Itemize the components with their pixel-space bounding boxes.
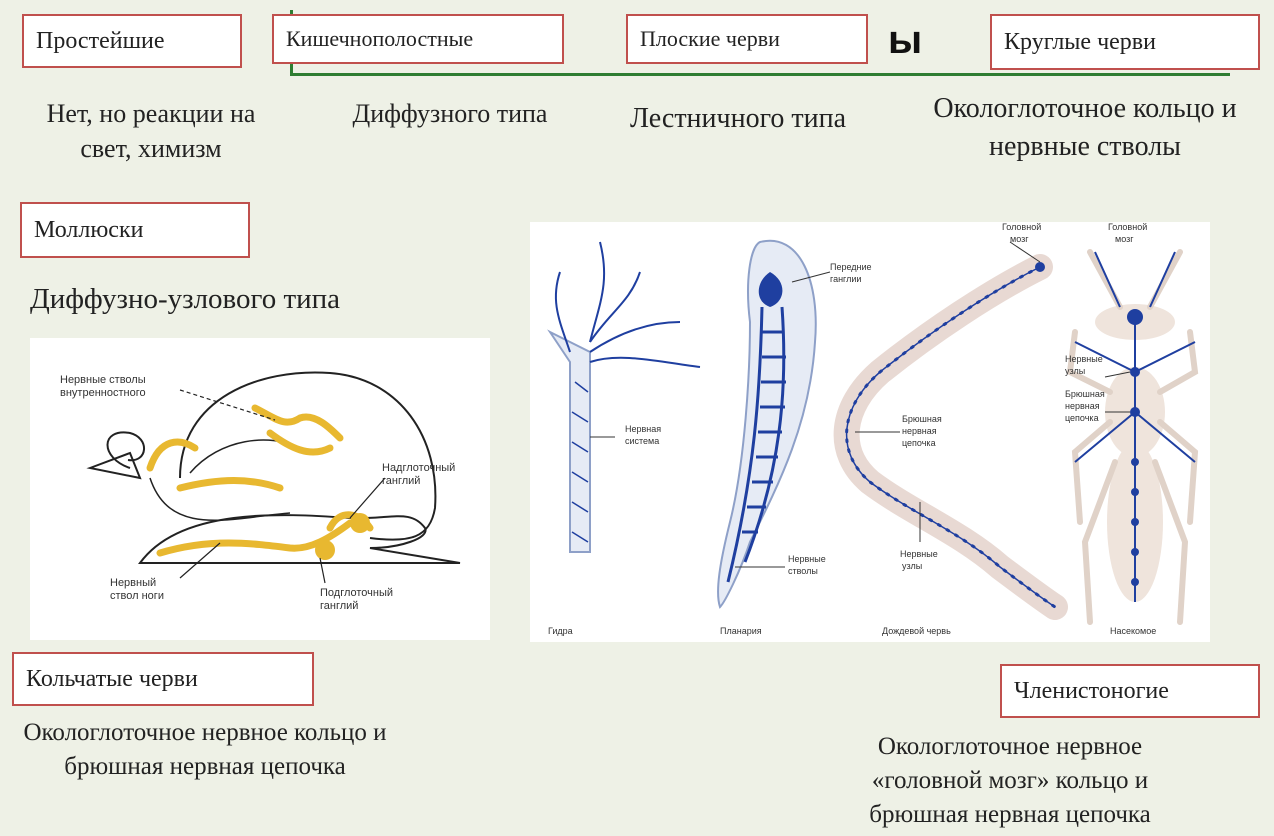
label-trunk: Нервные стволы (60, 374, 146, 386)
planaria-illustration (718, 241, 816, 607)
caption-insect: Насекомое (1110, 626, 1156, 636)
label-roundworms: Круглые черви (990, 14, 1260, 70)
label-sub-sub: ганглий (320, 600, 358, 612)
label-insect-head-sub: мозг (1115, 234, 1134, 244)
desc-arthropods: Окологлоточное нервное «головной мозг» к… (820, 730, 1200, 831)
desc-annelids: Окологлоточное нервное кольцо и брюшная … (10, 716, 400, 784)
label-planaria-front: Передние (830, 262, 872, 272)
label-flatworms: Плоские черви (626, 14, 868, 64)
label-planaria-front-sub: ганглии (830, 274, 861, 284)
label-worm-chain: Брюшная (902, 414, 942, 424)
label-insect-nodes-sub: узлы (1065, 366, 1085, 376)
snail-foot-outline (140, 515, 460, 563)
label-hydra-net: Нервная (625, 424, 661, 434)
label-trunk-sub: внутренностного (60, 387, 146, 399)
label-insect-head: Головной (1108, 222, 1147, 232)
caption-earthworm: Дождевой червь (882, 626, 951, 636)
caption-planaria: Планария (720, 626, 762, 636)
label-worm-head: Головной (1002, 222, 1041, 232)
label-worm-nodes: Нервные (900, 549, 938, 559)
label-pedal-sub: ствол ноги (110, 590, 164, 602)
label-cnidaria: Кишечнополостные (272, 14, 564, 64)
label-sub: Подглоточный (320, 587, 393, 599)
comparison-figure: Нервная система Передние ганглии Нервные… (530, 222, 1210, 642)
caption-hydra: Гидра (548, 626, 573, 636)
label-insect-nodes: Нервные (1065, 354, 1103, 364)
desc-protozoa: Нет, но реакции на свет, химизм (20, 96, 282, 166)
label-planaria-trunks-sub: стволы (788, 566, 818, 576)
desc-mollusks: Диффузно-узлового типа (30, 280, 460, 319)
supraesophageal-ganglion (350, 513, 370, 533)
label-supra: Надглоточный (382, 462, 455, 474)
label-worm-chain-sub: нервная (902, 426, 937, 436)
label-insect-chain: Брюшная (1065, 389, 1105, 399)
hydra-illustration (550, 242, 700, 552)
snail-nervous-system-diagram: Нервные стволы внутренностного Надглоточ… (30, 338, 490, 640)
insect-illustration (1070, 252, 1195, 622)
label-insect-chain-sub2: цепочка (1065, 413, 1099, 423)
label-arthropods: Членистоногие (1000, 664, 1260, 718)
label-protozoa: Простейшие (22, 14, 242, 68)
snail-spiral (108, 432, 145, 468)
label-worm-chain-sub2: цепочка (902, 438, 936, 448)
label-mollusks: Моллюски (20, 202, 250, 258)
subesophageal-ganglion (315, 540, 335, 560)
desc-roundworms: Окологлоточное кольцо и нервные стволы (920, 90, 1250, 166)
desc-flatworms: Лестничного типа (618, 100, 858, 138)
label-supra-sub: ганглий (382, 475, 420, 487)
label-hydra-net-sub: система (625, 436, 659, 446)
earthworm-illustration (847, 262, 1055, 607)
nervous-systems-comparison: Нервная система Передние ганглии Нервные… (530, 222, 1210, 642)
mollusk-figure: Нервные стволы внутренностного Надглоточ… (30, 338, 490, 640)
label-insect-chain-sub: нервная (1065, 401, 1100, 411)
desc-cnidaria: Диффузного типа (310, 96, 590, 131)
label-worm-nodes-sub: узлы (902, 561, 922, 571)
label-annelids: Кольчатые черви (12, 652, 314, 706)
label-worm-head-sub: мозг (1010, 234, 1029, 244)
label-planaria-trunks: Нервные (788, 554, 826, 564)
slide-title-fragment: ы (888, 18, 922, 63)
label-pedal: Нервный (110, 577, 156, 589)
